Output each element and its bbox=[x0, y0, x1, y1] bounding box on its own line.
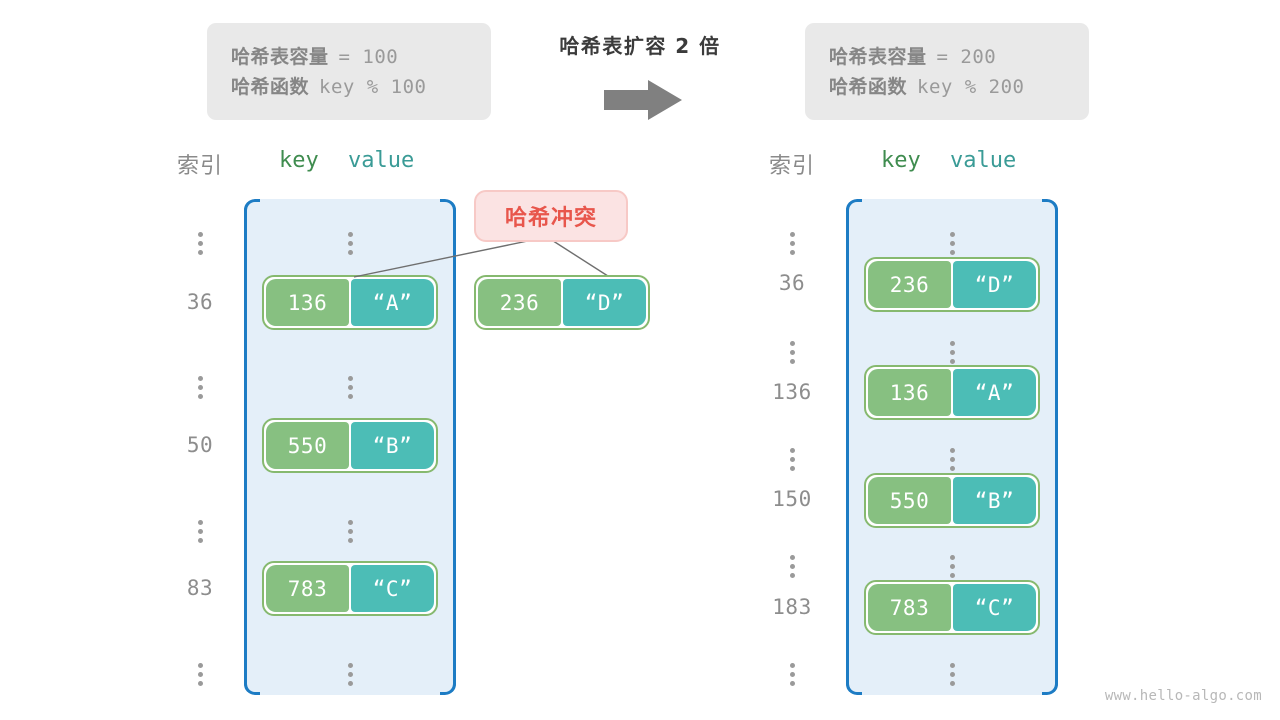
vertical-dots-icon bbox=[949, 341, 955, 364]
left-index-3: 50 bbox=[186, 433, 214, 457]
left-capacity-label: 哈希表容量 bbox=[231, 45, 329, 68]
vertical-dots-icon bbox=[347, 520, 353, 543]
left-slot-dots-1 bbox=[244, 362, 456, 399]
right-capacity-label: 哈希表容量 bbox=[829, 45, 927, 68]
left-header-index: 索引 bbox=[176, 154, 223, 179]
right-entry-136: 136 “A” bbox=[864, 365, 1040, 420]
right-capacity-line: 哈希表容量 = 200 bbox=[829, 45, 1067, 69]
right-function-label: 哈希函数 bbox=[829, 75, 908, 98]
vertical-dots-icon bbox=[197, 376, 203, 399]
left-capacity-line: 哈希表容量 = 100 bbox=[231, 45, 469, 69]
left-function-label: 哈希函数 bbox=[231, 75, 310, 98]
left-header-value: value bbox=[348, 148, 415, 173]
right-arrow-icon bbox=[604, 78, 682, 122]
resize-title: 哈希表扩容 2 倍 bbox=[559, 34, 721, 58]
right-config-box: 哈希表容量 = 200 哈希函数 key % 200 bbox=[805, 23, 1089, 120]
left-capacity-value: = 100 bbox=[338, 45, 399, 68]
left-entry-36: 136 “A” bbox=[262, 275, 438, 330]
right-entry-36-value: “D” bbox=[953, 261, 1036, 308]
right-entry-150-value: “B” bbox=[953, 477, 1036, 524]
collision-entry: 236 “D” bbox=[474, 275, 650, 330]
right-function-line: 哈希函数 key % 200 bbox=[829, 75, 1067, 99]
left-slot-dots-0 bbox=[244, 218, 456, 255]
left-index-0 bbox=[170, 218, 230, 255]
right-index-6 bbox=[762, 541, 822, 578]
vertical-dots-icon bbox=[949, 232, 955, 255]
vertical-dots-icon bbox=[347, 376, 353, 399]
vertical-dots-icon bbox=[789, 555, 795, 578]
right-index-5: 150 bbox=[772, 487, 812, 511]
left-slot-dots-3 bbox=[244, 649, 456, 686]
left-index-2 bbox=[170, 362, 230, 399]
right-index-3: 136 bbox=[772, 380, 812, 404]
right-entry-136-value: “A” bbox=[953, 369, 1036, 416]
right-slot-dots-0 bbox=[846, 218, 1058, 255]
left-config-box: 哈希表容量 = 100 哈希函数 key % 100 bbox=[207, 23, 491, 120]
collision-entry-key: 236 bbox=[478, 279, 561, 326]
left-entry-36-value: “A” bbox=[351, 279, 434, 326]
left-header-key: key bbox=[279, 148, 319, 173]
left-index-4 bbox=[170, 506, 230, 543]
vertical-dots-icon bbox=[347, 232, 353, 255]
right-slot-dots-2 bbox=[846, 434, 1058, 471]
vertical-dots-icon bbox=[789, 448, 795, 471]
right-entry-136-key: 136 bbox=[868, 369, 951, 416]
vertical-dots-icon bbox=[197, 520, 203, 543]
left-function-line: 哈希函数 key % 100 bbox=[231, 75, 469, 99]
right-slot-dots-4 bbox=[846, 649, 1058, 686]
right-function-value: key % 200 bbox=[917, 75, 1025, 98]
left-entry-36-key: 136 bbox=[266, 279, 349, 326]
right-header-index: 索引 bbox=[768, 154, 815, 179]
watermark: www.hello-algo.com bbox=[1104, 688, 1262, 704]
vertical-dots-icon bbox=[789, 341, 795, 364]
left-entry-50-value: “B” bbox=[351, 422, 434, 469]
vertical-dots-icon bbox=[789, 663, 795, 686]
right-index-1: 36 bbox=[778, 271, 806, 295]
right-header-key: key bbox=[881, 148, 921, 173]
left-entry-50-key: 550 bbox=[266, 422, 349, 469]
vertical-dots-icon bbox=[197, 232, 203, 255]
right-index-7: 183 bbox=[772, 595, 812, 619]
collision-entry-value: “D” bbox=[563, 279, 646, 326]
right-capacity-value: = 200 bbox=[936, 45, 997, 68]
vertical-dots-icon bbox=[949, 448, 955, 471]
left-entry-50: 550 “B” bbox=[262, 418, 438, 473]
right-index-0 bbox=[762, 218, 822, 255]
right-entry-183-value: “C” bbox=[953, 584, 1036, 631]
collision-badge: 哈希冲突 bbox=[474, 190, 628, 242]
vertical-dots-icon bbox=[197, 663, 203, 686]
vertical-dots-icon bbox=[347, 663, 353, 686]
left-index-1: 36 bbox=[186, 290, 214, 314]
right-entry-36: 236 “D” bbox=[864, 257, 1040, 312]
left-slot-dots-2 bbox=[244, 506, 456, 543]
right-entry-150-key: 550 bbox=[868, 477, 951, 524]
left-entry-83-value: “C” bbox=[351, 565, 434, 612]
right-entry-183-key: 783 bbox=[868, 584, 951, 631]
vertical-dots-icon bbox=[949, 663, 955, 686]
right-slot-dots-3 bbox=[846, 541, 1058, 578]
right-slot-dots-1 bbox=[846, 327, 1058, 364]
left-index-6 bbox=[170, 649, 230, 686]
vertical-dots-icon bbox=[949, 555, 955, 578]
right-entry-150: 550 “B” bbox=[864, 473, 1040, 528]
right-entry-36-key: 236 bbox=[868, 261, 951, 308]
right-header-value: value bbox=[950, 148, 1017, 173]
left-entry-83-key: 783 bbox=[266, 565, 349, 612]
left-index-5: 83 bbox=[186, 576, 214, 600]
left-function-value: key % 100 bbox=[319, 75, 427, 98]
right-index-4 bbox=[762, 434, 822, 471]
left-entry-83: 783 “C” bbox=[262, 561, 438, 616]
right-entry-183: 783 “C” bbox=[864, 580, 1040, 635]
right-index-2 bbox=[762, 327, 822, 364]
vertical-dots-icon bbox=[789, 232, 795, 255]
right-index-8 bbox=[762, 649, 822, 686]
